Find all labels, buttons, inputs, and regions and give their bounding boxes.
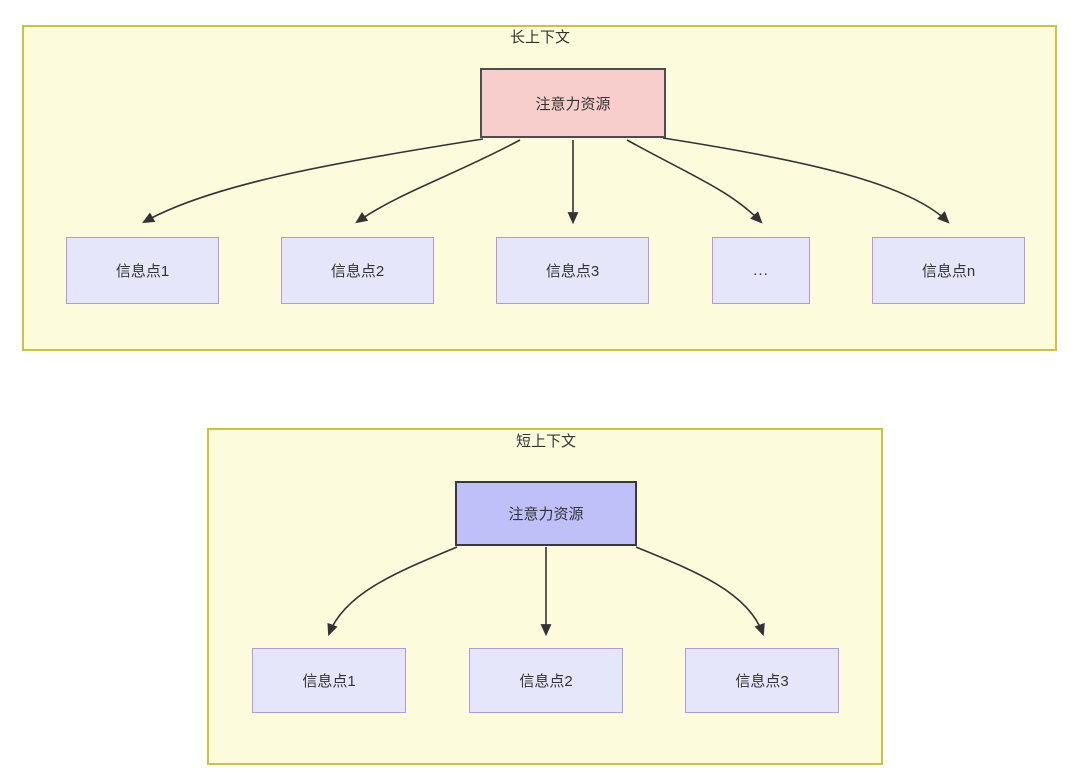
node-info-point-ellipsis[interactable]: ... xyxy=(712,237,810,304)
node-attention-long-label: 注意力资源 xyxy=(535,95,611,113)
node-info-point-2[interactable]: 信息点2 xyxy=(281,237,434,304)
node-info-point-1[interactable]: 信息点1 xyxy=(66,237,219,304)
node-info-point-s1[interactable]: 信息点1 xyxy=(252,648,406,713)
node-info-point-ellipsis-label: ... xyxy=(753,262,769,279)
node-info-point-3-label: 信息点3 xyxy=(545,263,600,280)
node-info-point-2-label: 信息点2 xyxy=(330,263,385,280)
node-info-point-1-label: 信息点1 xyxy=(115,263,170,280)
node-info-point-3[interactable]: 信息点3 xyxy=(496,237,649,304)
node-attention-long[interactable]: 注意力资源 xyxy=(480,68,666,138)
node-info-point-s3[interactable]: 信息点3 xyxy=(685,648,839,713)
node-info-point-n[interactable]: 信息点n xyxy=(872,237,1025,304)
container-short-context-title: 短上下文 xyxy=(515,433,576,450)
container-short-context xyxy=(207,428,883,765)
node-info-point-s3-label: 信息点3 xyxy=(735,673,789,690)
node-attention-short[interactable]: 注意力资源 xyxy=(455,481,637,546)
node-info-point-s2[interactable]: 信息点2 xyxy=(469,648,623,713)
node-info-point-s1-label: 信息点1 xyxy=(302,673,356,690)
node-attention-short-label: 注意力资源 xyxy=(508,506,584,523)
node-info-point-s2-label: 信息点2 xyxy=(519,673,573,690)
container-long-context-title: 长上下文 xyxy=(509,29,570,46)
node-info-point-n-label: 信息点n xyxy=(921,263,976,280)
